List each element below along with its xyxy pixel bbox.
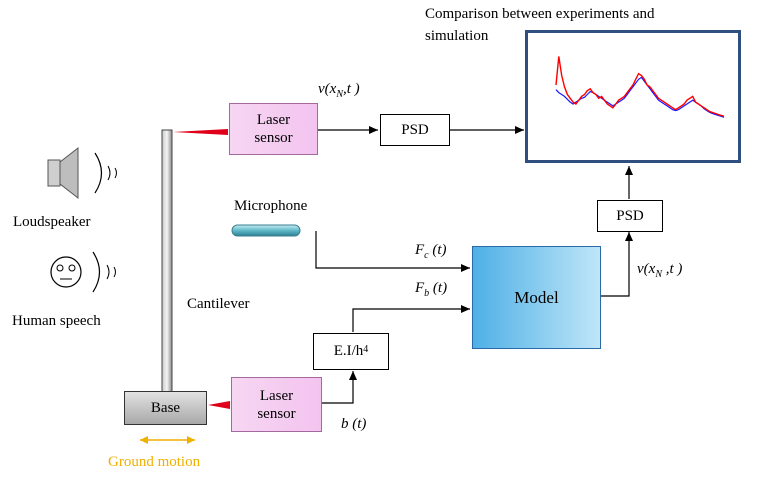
v-right-label-sub: N	[655, 269, 662, 280]
laser-sensor-top-line1: Laser	[256, 112, 291, 128]
v-top-label-tail: ,t )	[342, 81, 360, 97]
human-face-icon	[50, 251, 116, 293]
ground-motion-label: Ground motion	[108, 454, 201, 470]
laser-beam-bottom	[208, 401, 230, 409]
model-block-label: Model	[514, 287, 559, 307]
v-right-label-tail: ,t )	[661, 261, 683, 277]
v-top-label-sub: N	[336, 89, 343, 100]
laser-sensor-bottom-line1: Laser	[259, 387, 294, 404]
laser-sensor-top-line2: sensor	[254, 130, 293, 146]
fb-label-sub: b	[424, 288, 430, 299]
base-block-label: Base	[150, 399, 181, 416]
loudspeaker-icon	[47, 146, 117, 200]
loudspeaker-label: Loudspeaker	[13, 214, 91, 230]
plot-title-line1: Comparison between experiments and	[425, 6, 655, 22]
fb-label-text: F	[415, 280, 425, 296]
arrow-ei-to-model	[352, 305, 470, 332]
v-top-label-text: v(x	[318, 81, 337, 97]
v-right-label: v(xN ,t )	[637, 261, 682, 280]
ei-block-sup: 4	[363, 344, 369, 355]
arrow-mic-to-model	[315, 231, 470, 272]
cantilever-beam	[161, 129, 173, 393]
fc-label-sub: c	[424, 250, 429, 261]
fb-label-tail: (t)	[429, 280, 448, 296]
psd-block-right-label: PSD	[616, 207, 644, 224]
v-top-label: v(xN,t )	[318, 81, 360, 100]
fc-label-text: F	[415, 242, 425, 258]
comparison-plot	[525, 30, 741, 163]
simulation-series-line	[555, 56, 725, 117]
psd-block-top-label: PSD	[401, 121, 429, 138]
human-speech-label: Human speech	[12, 313, 101, 329]
psd-block-right: PSD	[597, 200, 663, 232]
psd-block-top: PSD	[380, 114, 450, 146]
comparison-plot-svg	[555, 56, 725, 118]
arrow-laser-to-ei	[322, 371, 357, 404]
microphone-label: Microphone	[234, 198, 308, 214]
fb-label: Fb (t)	[415, 280, 447, 299]
plot-title-line2: simulation	[425, 28, 489, 44]
v-right-label-text: v(x	[637, 261, 656, 277]
model-block: Model	[472, 246, 601, 349]
arrow-model-to-psd	[601, 232, 633, 297]
fc-label-tail: (t)	[428, 242, 447, 258]
microphone-body	[231, 224, 301, 237]
bt-label: b (t)	[341, 416, 367, 432]
cantilever-label: Cantilever	[187, 296, 250, 312]
laser-sensor-bottom: Laser sensor	[231, 377, 322, 432]
laser-beam-top	[173, 129, 228, 135]
fc-label: Fc (t)	[415, 242, 447, 261]
laser-sensor-bottom-line2: sensor	[257, 405, 296, 422]
ei-block-label: E.I/h	[333, 343, 364, 359]
laser-sensor-top: Laser sensor	[229, 103, 318, 155]
base-block: Base	[124, 391, 207, 425]
